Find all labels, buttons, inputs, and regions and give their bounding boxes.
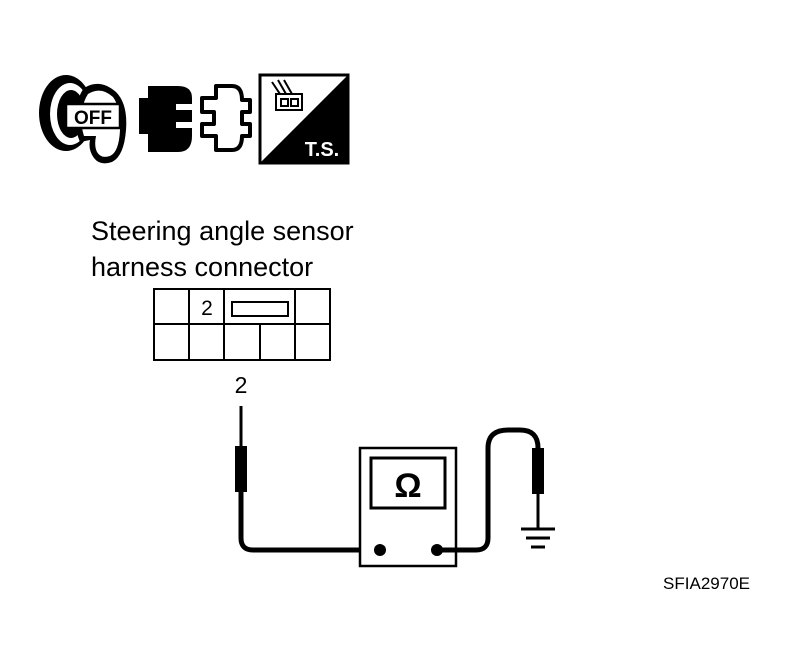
left-test-lead [238,492,380,553]
right-probe [532,448,544,528]
ohmmeter-icon [358,446,458,568]
figure-code: SFIA2970E [663,574,750,593]
ohm-symbol: Ω [394,467,421,505]
left-probe [235,406,247,492]
harness-connector-face [153,288,331,361]
ignition-key-icon: OFF [39,75,127,164]
probe-terminal-label: 2 [235,372,248,398]
ignition-off-label: OFF [74,108,112,129]
ground-icon [521,527,555,549]
test-stand-label: T.S. [305,139,339,161]
test-stand-icon: T.S. [258,73,350,165]
connector-title-line2: harness connector [91,252,313,282]
connector-title-line1: Steering angle sensor [91,216,354,246]
right-test-lead [437,427,541,553]
connector-pin-label: 2 [201,297,213,320]
disconnected-connector-icon [139,84,252,152]
